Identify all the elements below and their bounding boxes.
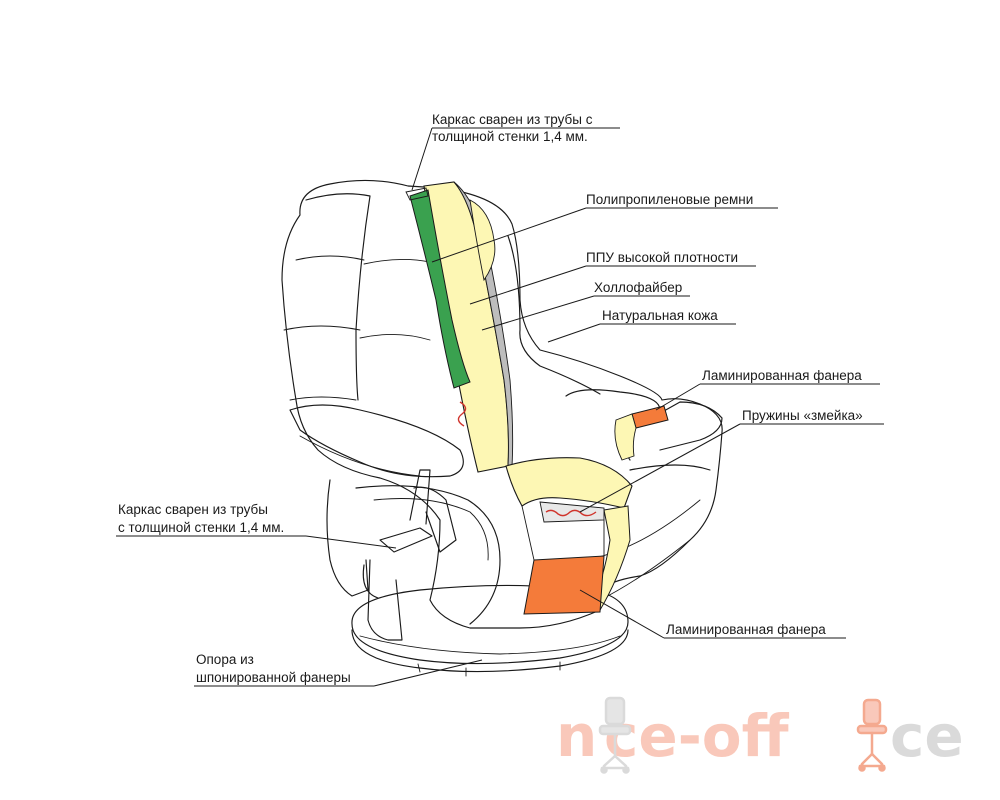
label-plywood-seat: Ламинированная фанера bbox=[666, 622, 826, 637]
foam-wing-back bbox=[469, 199, 496, 282]
base-disk bbox=[351, 584, 629, 677]
leader-lines bbox=[116, 127, 884, 687]
label-springs: Пружины «змейка» bbox=[742, 408, 863, 423]
label-foam: ППУ высокой плотности bbox=[586, 250, 738, 265]
chair-drawing bbox=[281, 179, 723, 677]
cutaway-seat bbox=[505, 457, 633, 615]
label-plywood-arm: Ламинированная фанера bbox=[702, 368, 862, 383]
plywood-seat-panel bbox=[523, 555, 605, 615]
label-leather: Натуральная кожа bbox=[602, 308, 718, 323]
foam-layer-seat bbox=[505, 457, 633, 509]
nice-office-logo: n ce-off ce bbox=[556, 696, 964, 774]
label-hollofiber: Холлофайбер bbox=[594, 280, 682, 295]
label-support-2: шпонированной фанеры bbox=[196, 670, 351, 685]
seat-spring-zone bbox=[539, 501, 605, 523]
label-frame-base-2: с толщиной стенки 1,4 мм. bbox=[118, 520, 284, 535]
spring-seat bbox=[545, 509, 597, 517]
office-chair-icon-2 bbox=[856, 698, 888, 772]
callout-labels: Каркас сварен из трубы с толщиной стенки… bbox=[118, 112, 863, 685]
label-belts: Полипропиленовые ремни bbox=[586, 192, 753, 207]
label-support-1: Опора из bbox=[196, 652, 254, 667]
label-frame-base-1: Каркас сварен из трубы bbox=[118, 502, 268, 517]
spring-back bbox=[457, 401, 467, 427]
svg-text:n: n bbox=[556, 702, 597, 770]
plywood-arm-panel bbox=[631, 405, 669, 429]
svg-text:ce-off: ce-off bbox=[604, 702, 790, 770]
label-frame-back-2: толщиной стенки 1,4 мм. bbox=[432, 129, 588, 144]
belts-strip bbox=[409, 189, 471, 389]
office-chair-icon bbox=[598, 696, 632, 774]
svg-text:ce: ce bbox=[890, 702, 964, 770]
foam-arm-rest bbox=[614, 413, 637, 461]
label-frame-back-1: Каркас сварен из трубы с bbox=[432, 112, 593, 127]
